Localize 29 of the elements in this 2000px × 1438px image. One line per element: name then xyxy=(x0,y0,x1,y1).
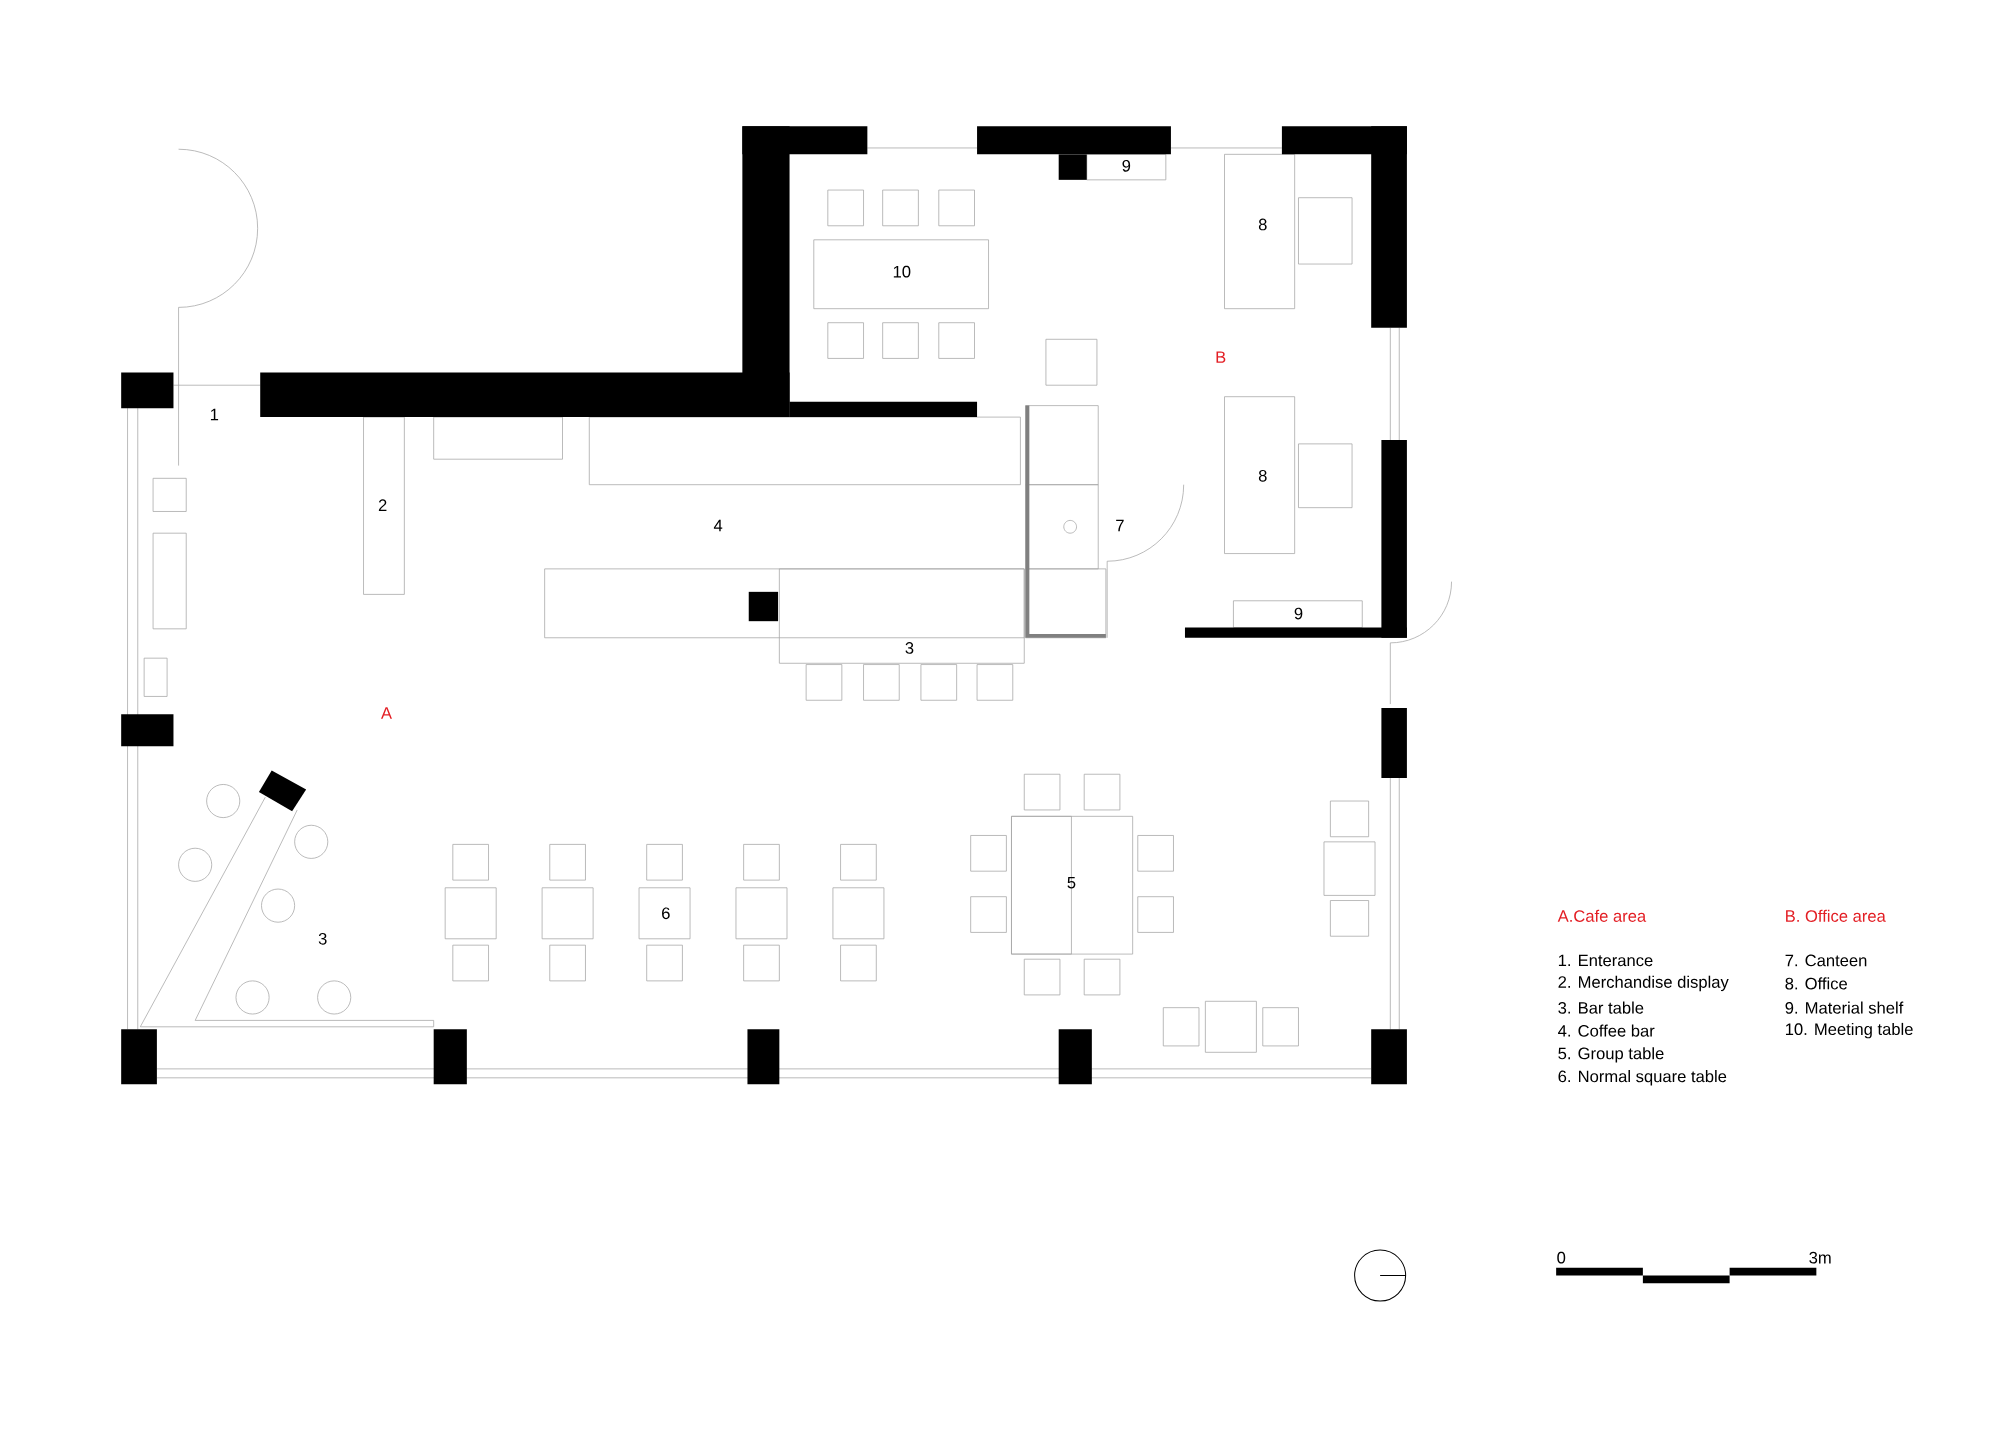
legend-text: 10. Meeting table xyxy=(1786,1023,1913,1039)
callout-number: 3 xyxy=(318,933,327,945)
callout-number: 1 xyxy=(210,409,219,421)
scale-label: 0 xyxy=(1557,1252,1566,1264)
legend-text: 9. Material shelf xyxy=(1785,1001,1904,1014)
legend-heading: A.Cafe area xyxy=(1557,910,1647,923)
callout-number: 8 xyxy=(1258,218,1267,231)
legend-text: 1. Enterance xyxy=(1558,954,1653,967)
scale-label: 3m xyxy=(1809,1252,1831,1264)
legend-text: 8. Office xyxy=(1785,977,1847,990)
callout-number: 6 xyxy=(662,907,670,920)
callout-number: 3 xyxy=(905,642,914,655)
zone-label: A xyxy=(381,707,392,719)
callout-number: 2 xyxy=(378,499,387,512)
legend-text: 7. Canteen xyxy=(1785,954,1867,967)
callout-number: 9 xyxy=(1294,607,1303,620)
legend-text: 5. Group table xyxy=(1558,1047,1664,1063)
callout-number: 5 xyxy=(1067,877,1076,889)
callout-number: 7 xyxy=(1116,520,1124,532)
legend-text: 3. Bar table xyxy=(1558,1001,1644,1014)
callout-number: 9 xyxy=(1122,160,1131,172)
callout-number: 10 xyxy=(893,266,911,278)
callout-number: 8 xyxy=(1258,470,1267,482)
zone-label: B xyxy=(1216,351,1226,364)
legend-text: 2. Merchandise display xyxy=(1558,975,1729,992)
legend-heading: B. Office area xyxy=(1786,910,1886,923)
legend-text: 4. Coffee bar xyxy=(1558,1024,1655,1037)
callout-number: 4 xyxy=(713,520,723,532)
legend-text: 6. Normal square table xyxy=(1558,1070,1727,1086)
